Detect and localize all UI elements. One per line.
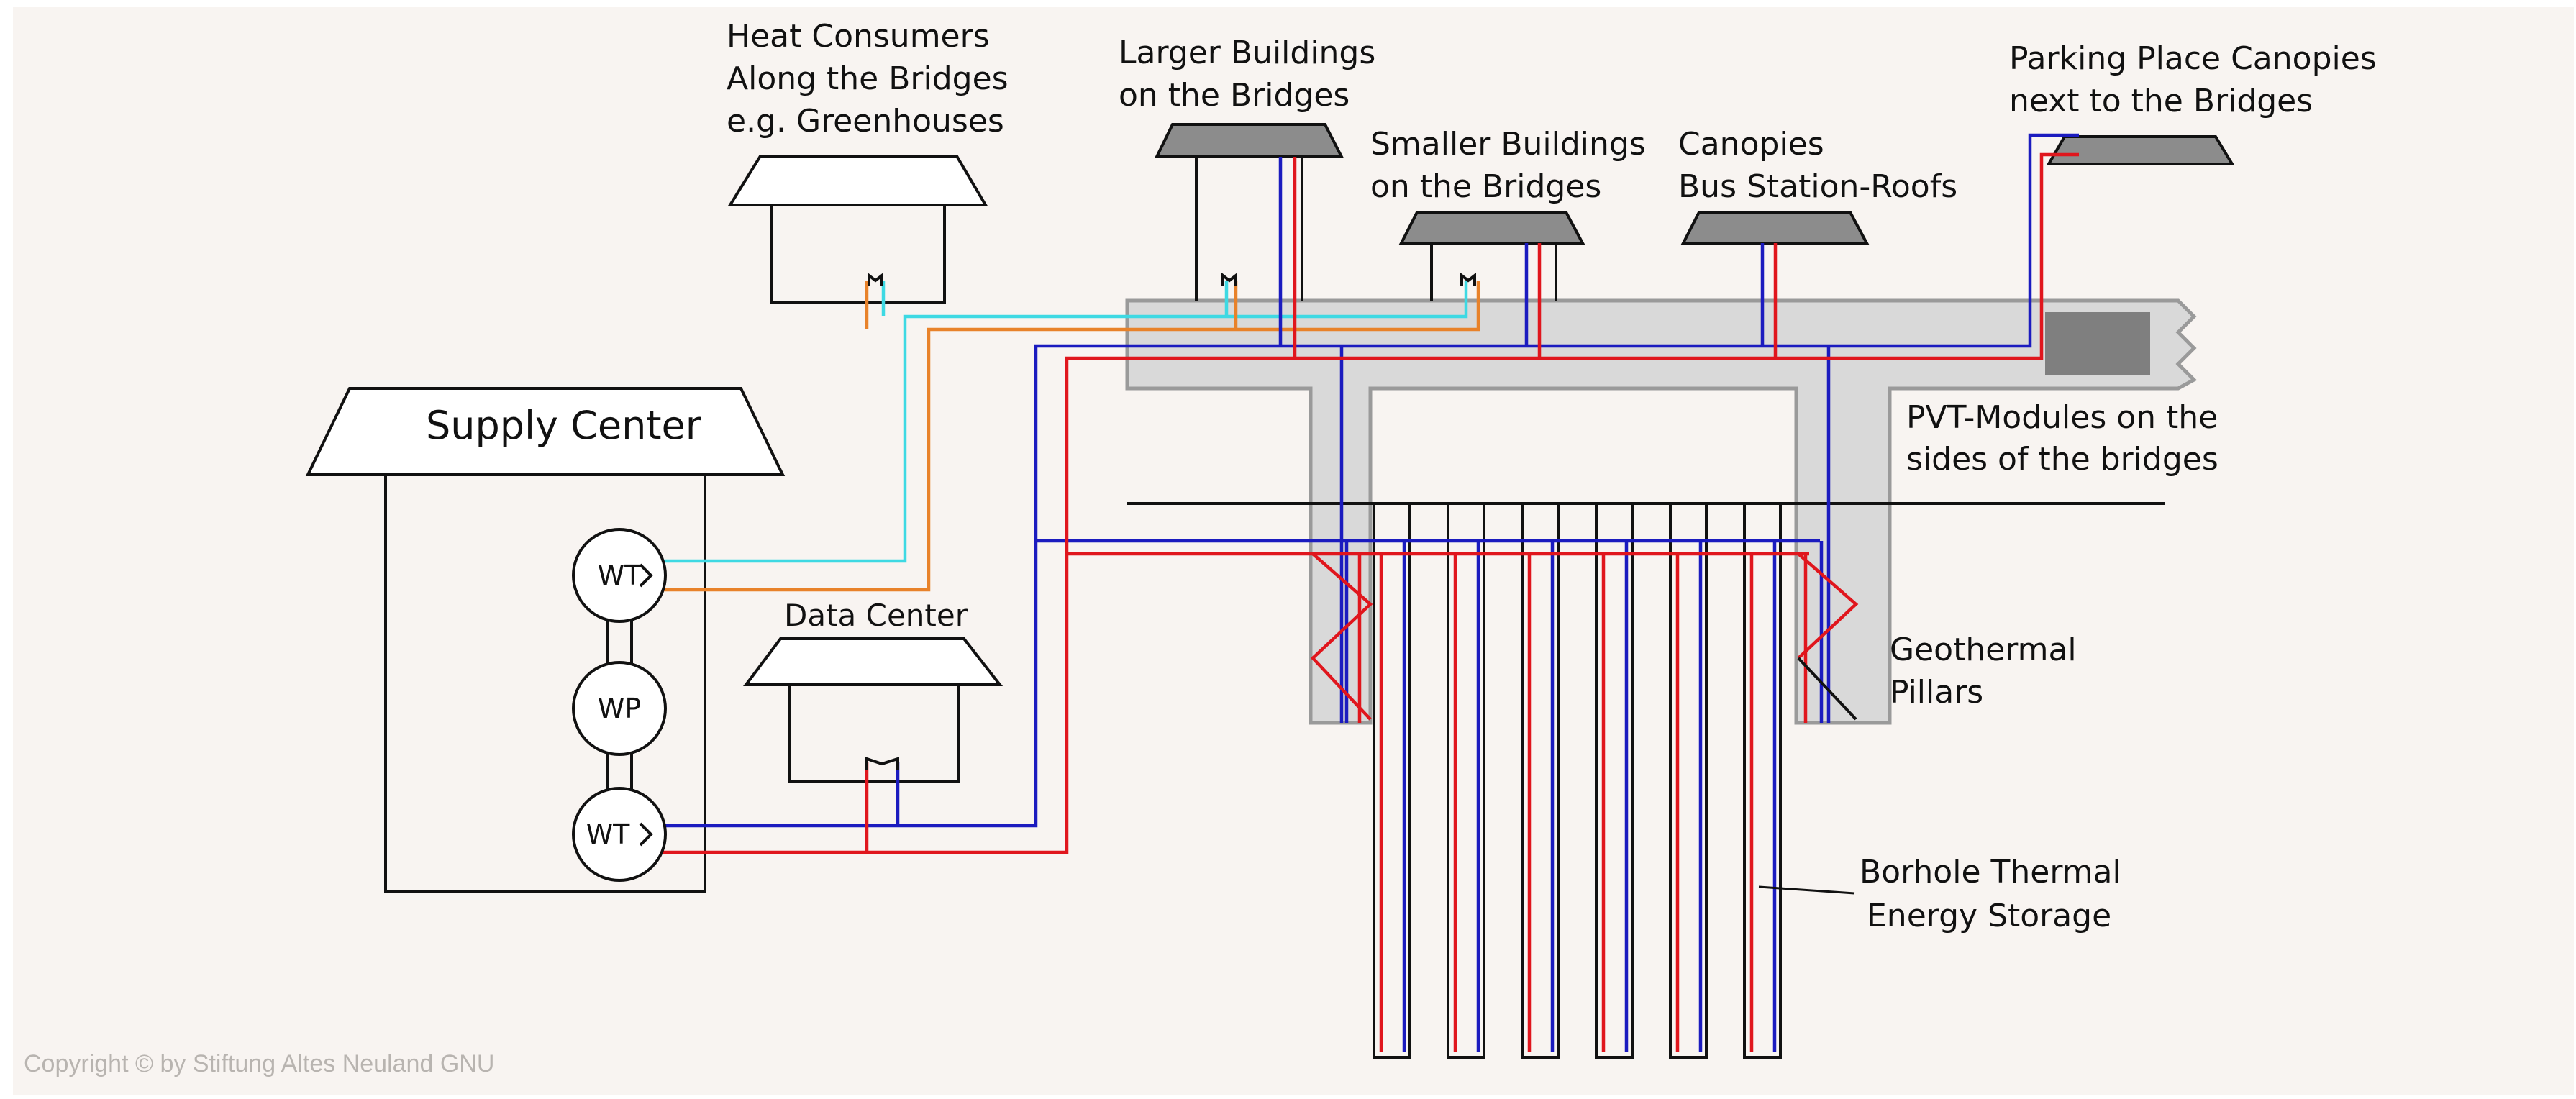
wt-bottom-circle (572, 787, 667, 882)
greenhouse-walls (770, 205, 946, 304)
pvt-modules-label: PVT-Modules on the sides of the bridges (1906, 399, 2228, 478)
wp-circle (572, 661, 667, 756)
canopies-label: Canopies Bus Station-Roofs (1678, 126, 1957, 205)
wt-bottom-label: WT (586, 818, 631, 850)
geothermal-pillars-label: Geothermal Pillars (1890, 631, 2087, 711)
consumer-loop-lines (633, 281, 1480, 592)
hot-network (634, 152, 2079, 1052)
data-center-label: Data Center (784, 598, 968, 633)
greenhouse-exchanger-icon (868, 272, 883, 286)
data-center-exchanger-icon (865, 757, 899, 770)
borehole-u-tubes (1373, 502, 1782, 1059)
data-center-roof (743, 637, 1003, 686)
wp-label: WP (598, 693, 642, 724)
wt-top-label: WT (598, 560, 642, 591)
smaller-buildings-label: Smaller Buildings on the Bridges (1370, 126, 1656, 205)
wt-top-exchanger-icon (639, 563, 653, 588)
smaller-building-exchanger-icon (1460, 272, 1476, 286)
supply-center-roof (305, 387, 786, 476)
wt-top-circle (572, 528, 667, 623)
greenhouse-roof (727, 155, 988, 206)
supply-center-label: Supply Center (426, 403, 702, 448)
data-center-walls (788, 685, 960, 783)
heat-consumers-label: Heat Consumers Along the Bridges e.g. Gr… (727, 18, 1019, 140)
orange-line (633, 281, 1480, 592)
parking-canopies-label: Parking Place Canopies next to the Bridg… (2009, 40, 2387, 119)
smaller-building-roof (1398, 211, 1585, 245)
parking-canopy-roof (2046, 135, 2235, 165)
copyright-text: Copyright © by Stiftung Altes Neuland GN… (24, 1050, 494, 1077)
cyan-line (633, 281, 1468, 563)
cold-network (634, 133, 2079, 1052)
borehole-leader-line (1758, 885, 1855, 895)
supply-center-walls (384, 475, 706, 893)
pillar-exchanger-right (1797, 552, 1859, 660)
pillar-exchanger-left (1310, 552, 1373, 721)
larger-buildings-label: Larger Buildings on the Bridges (1119, 35, 1385, 114)
pillar-exchanger-right-end (1797, 657, 1857, 721)
borehole-storage-label: Borhole Thermal Energy Storage (1860, 854, 2131, 934)
larger-building-exchanger-icon (1221, 272, 1237, 286)
canopy-roof (1680, 211, 1870, 245)
wt-bottom-exchanger-icon (639, 822, 653, 847)
pvt-module (2045, 312, 2150, 375)
larger-building-roof (1154, 123, 1344, 158)
